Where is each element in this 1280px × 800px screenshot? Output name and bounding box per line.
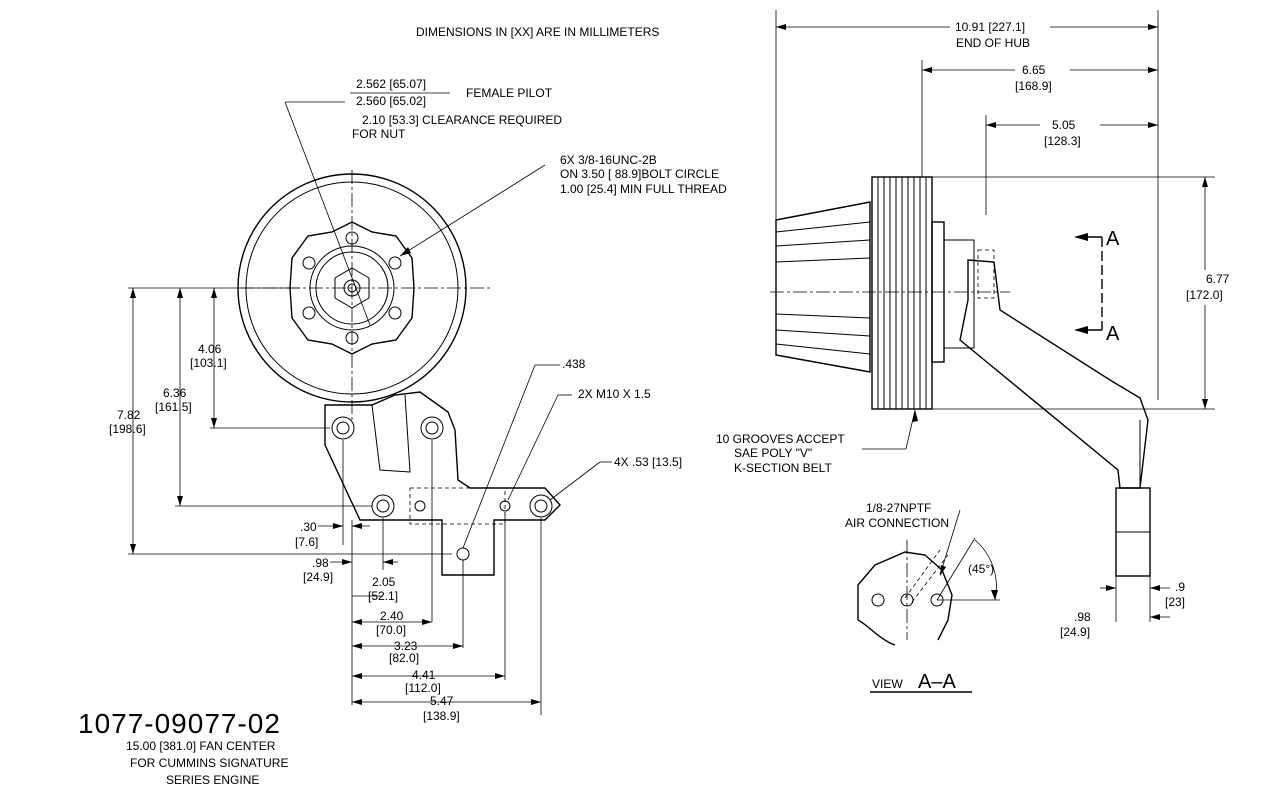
svg-text:[161.5]: [161.5] (155, 400, 192, 414)
bracket-arm (371, 394, 411, 473)
section-body (857, 551, 953, 646)
section-view-a-a (857, 509, 1000, 693)
svg-text:[168.9]: [168.9] (1015, 79, 1052, 93)
svg-text:5.05: 5.05 (1052, 118, 1076, 132)
svg-text:[112.0]: [112.0] (405, 681, 441, 695)
pilot-bottom: 2.560 [65.02] (356, 94, 426, 108)
pilot-top: 2.562 [65.07] (356, 77, 426, 91)
hole-438-note: .438 (562, 357, 586, 371)
view-id: A–A (918, 671, 956, 693)
section-letter-top: A (1106, 228, 1120, 250)
bracket-holes (331, 416, 553, 561)
clearance-line-2: FOR NUT (352, 127, 406, 141)
svg-text:[70.0]: [70.0] (376, 623, 406, 637)
svg-text:SAE POLY "V": SAE POLY "V" (734, 446, 812, 460)
bolt-note-1: 6X 3/8-16UNC-2B (560, 153, 657, 167)
svg-text:[128.3]: [128.3] (1044, 134, 1081, 148)
holes-4x-note: 4X .53 [13.5] (614, 455, 682, 469)
svg-text:.30: .30 (300, 520, 317, 534)
part-number: 1077-09077-02 (78, 708, 281, 739)
svg-text:2.40: 2.40 (380, 609, 404, 623)
title-line-1: 15.00 [381.0] FAN CENTER (126, 739, 276, 753)
svg-text:10 GROOVES ACCEPT: 10 GROOVES ACCEPT (716, 432, 845, 446)
svg-text:[82.0]: [82.0] (389, 651, 419, 665)
svg-text:3.23: 3.23 (394, 639, 418, 653)
title-line-2: FOR CUMMINS SIGNATURE (130, 756, 288, 770)
bolt-note-2: ON 3.50 [ 88.9]BOLT CIRCLE (560, 167, 719, 181)
view-word: VIEW (872, 677, 903, 691)
svg-text:[138.9]: [138.9] (423, 709, 460, 723)
svg-text:K-SECTION BELT: K-SECTION BELT (734, 461, 832, 475)
svg-text:[24.9]: [24.9] (303, 570, 333, 584)
svg-text:[172.0]: [172.0] (1186, 288, 1223, 302)
svg-text:[103.1]: [103.1] (190, 356, 227, 370)
svg-text:(45°): (45°) (968, 562, 994, 576)
svg-text:6.36: 6.36 (163, 386, 187, 400)
clearance-line-1: 2.10 [53.3] CLEARANCE REQUIRED (362, 113, 562, 127)
svg-text:10.91 [227.1]: 10.91 [227.1] (955, 20, 1025, 34)
svg-text:[52.1]: [52.1] (368, 589, 398, 603)
svg-text:2.05: 2.05 (372, 575, 396, 589)
section-letter-bottom: A (1106, 323, 1120, 345)
svg-text:.98: .98 (312, 556, 329, 570)
side-view (770, 10, 1215, 622)
bolt-note-3: 1.00 [25.4] MIN FULL THREAD (560, 182, 727, 196)
m10-note: 2X M10 X 1.5 (578, 387, 651, 401)
svg-text:4.41: 4.41 (412, 668, 436, 682)
clutch-body (775, 201, 871, 373)
svg-text:[198.6]: [198.6] (109, 422, 146, 436)
svg-text:.98: .98 (1074, 610, 1091, 624)
svg-text:6.77: 6.77 (1206, 272, 1230, 286)
svg-text:END OF HUB: END OF HUB (956, 36, 1030, 50)
svg-text:5.47: 5.47 (430, 694, 454, 708)
svg-text:[7.6]: [7.6] (295, 535, 318, 549)
mounting-bracket (324, 391, 561, 576)
support-arm (959, 259, 1149, 489)
pilot-label: FEMALE PILOT (466, 86, 553, 100)
svg-text:7.82: 7.82 (117, 408, 141, 422)
svg-text:4.06: 4.06 (198, 342, 222, 356)
svg-text:[24.9]: [24.9] (1060, 625, 1090, 639)
front-view (128, 92, 612, 715)
units-note: DIMENSIONS IN [XX] ARE IN MILLIMETERS (416, 25, 659, 39)
svg-text:1/8-27NPTF: 1/8-27NPTF (866, 501, 931, 515)
svg-text:.9: .9 (1175, 580, 1185, 594)
annotations: DIMENSIONS IN [XX] ARE IN MILLIMETERS 2.… (78, 20, 1230, 787)
svg-text:6.65: 6.65 (1022, 63, 1046, 77)
svg-text:[23]: [23] (1165, 595, 1185, 609)
svg-text:AIR CONNECTION: AIR CONNECTION (845, 516, 949, 530)
pulley-grooves (877, 177, 927, 409)
title-line-3: SERIES ENGINE (166, 773, 259, 787)
